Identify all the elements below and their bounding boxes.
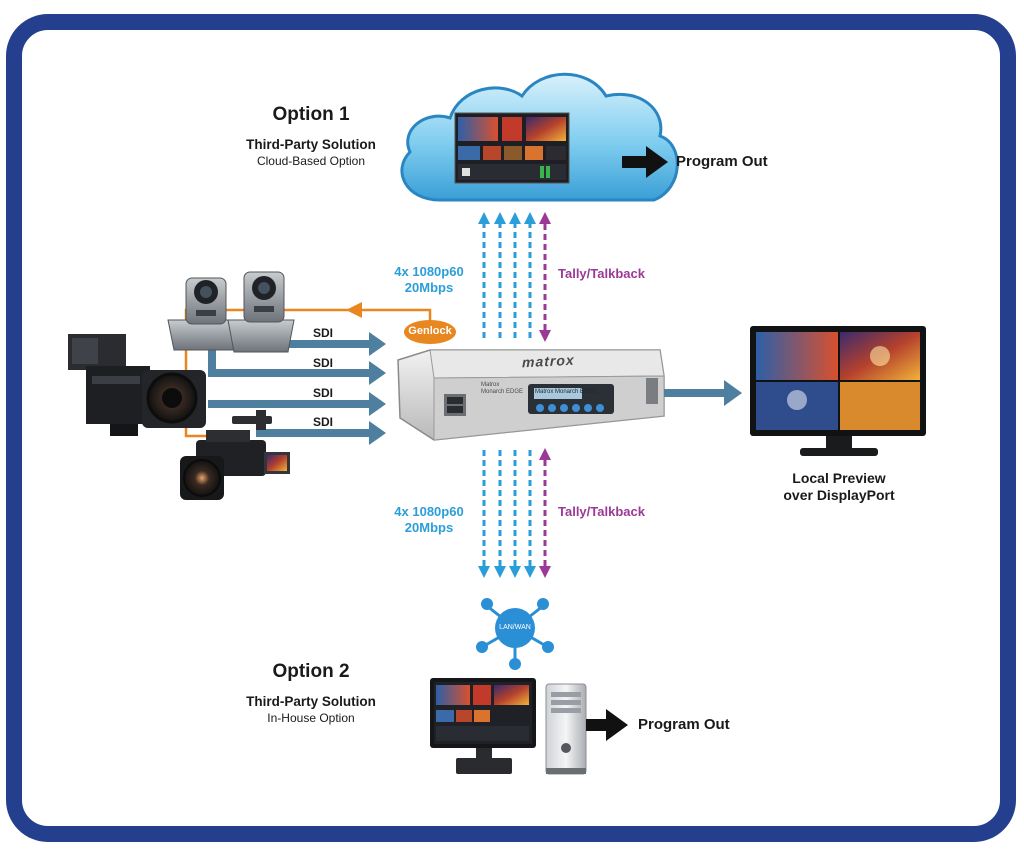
sdi-label-4: SDI bbox=[313, 415, 334, 429]
device-model-line1: Matrox bbox=[481, 382, 500, 388]
local-preview-label: Local Preview over DisplayPort bbox=[764, 470, 914, 504]
sdi-label-3: SDI bbox=[313, 386, 334, 400]
option1-title: Option 1 bbox=[272, 104, 350, 125]
option1-detail: Cloud-Based Option bbox=[256, 154, 366, 168]
pc-tower-icon bbox=[545, 683, 587, 775]
uplink-arrowheads bbox=[478, 212, 536, 224]
device-brand: matrox bbox=[522, 351, 575, 371]
lan-wan-hub bbox=[495, 608, 535, 648]
cloud-icon bbox=[400, 72, 679, 202]
downlink-streams-label: 4x 1080p60 20Mbps bbox=[386, 504, 472, 536]
sdi-label-2: SDI bbox=[313, 356, 334, 370]
uplink-streams-label: 4x 1080p60 20Mbps bbox=[386, 264, 472, 296]
ptz-camera-icon bbox=[227, 271, 295, 353]
workstation-monitor-icon bbox=[430, 678, 536, 774]
local-preview-line2: over DisplayPort bbox=[783, 487, 895, 503]
uplink-tally-arrow bbox=[539, 212, 551, 342]
displayport-arrow bbox=[664, 380, 742, 406]
downlink-streams-line2: 20Mbps bbox=[404, 520, 454, 535]
program-out-arrow-top bbox=[622, 146, 668, 178]
camcorder-icon bbox=[180, 410, 290, 500]
downlink-tally-arrow bbox=[539, 448, 551, 578]
device-lcd-text: Matrox Monarch EDGE bbox=[535, 389, 598, 395]
option1-subtitle: Third-Party Solution bbox=[246, 137, 376, 152]
device-model-line2: Monarch EDGE bbox=[481, 389, 524, 395]
sdi-label-1: SDI bbox=[313, 326, 334, 340]
program-out-bottom-label: Program Out bbox=[638, 716, 730, 733]
uplink-tally-label: Tally/Talkback bbox=[558, 266, 645, 281]
ptz-camera-icon bbox=[167, 277, 241, 351]
option2-title: Option 2 bbox=[272, 661, 350, 682]
matrox-monarch-device bbox=[397, 349, 665, 441]
lan-wan-label: LAN/WAN bbox=[499, 624, 531, 631]
uplink-streams-line2: 20Mbps bbox=[404, 280, 454, 295]
genlock-label: Genlock bbox=[408, 325, 452, 337]
option2-detail: In-House Option bbox=[267, 711, 355, 725]
studio-camera-icon bbox=[68, 334, 206, 436]
preview-monitor-icon bbox=[750, 326, 926, 456]
local-preview-line1: Local Preview bbox=[792, 470, 886, 486]
downlink-arrowheads bbox=[478, 566, 536, 578]
program-out-arrow-bottom bbox=[586, 709, 628, 741]
device-model: Matrox Monarch EDGE bbox=[481, 382, 523, 396]
uplink-streams-line1: 4x 1080p60 bbox=[394, 264, 464, 279]
downlink-tally-label: Tally/Talkback bbox=[558, 504, 645, 519]
option2-subtitle: Third-Party Solution bbox=[246, 694, 376, 709]
program-out-top-label: Program Out bbox=[676, 153, 768, 170]
genlock-badge bbox=[404, 320, 456, 344]
sdi-arrows bbox=[208, 332, 386, 445]
downlink-streams-line1: 4x 1080p60 bbox=[394, 504, 464, 519]
